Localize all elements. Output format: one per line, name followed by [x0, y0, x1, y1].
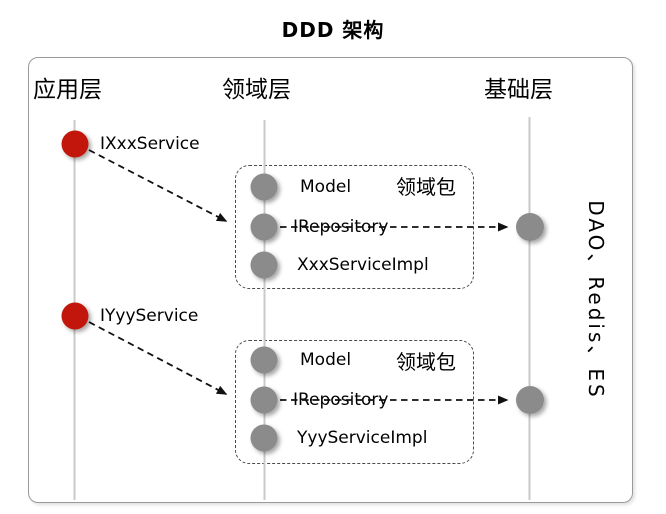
node-label-model-2: Model	[300, 350, 352, 370]
domain-package-badge-1: 领域包	[396, 175, 456, 199]
node-label-irepository-1: IRepository	[293, 217, 389, 237]
service-label-ixxxservice: IXxxService	[100, 134, 200, 154]
column-header-infrastructure-layer: 基础层	[484, 77, 553, 103]
domain-package-box-2	[235, 340, 474, 464]
infrastructure-stores-label: DAO、Redis、ES	[584, 200, 608, 400]
node-label-model-1: Model	[300, 177, 352, 197]
node-label-serviceimpl-1: XxxServiceImpl	[297, 255, 429, 275]
domain-package-badge-2: 领域包	[396, 350, 456, 374]
node-label-irepository-2: IRepository	[293, 390, 389, 410]
diagram-frame	[28, 57, 633, 503]
node-label-serviceimpl-2: YyyServiceImpl	[297, 428, 428, 448]
service-label-iyyservice: IYyyService	[100, 306, 199, 326]
column-header-domain-layer: 领域层	[222, 77, 291, 103]
diagram-title: DDD 架构	[281, 18, 385, 42]
column-header-application-layer: 应用层	[33, 77, 102, 103]
